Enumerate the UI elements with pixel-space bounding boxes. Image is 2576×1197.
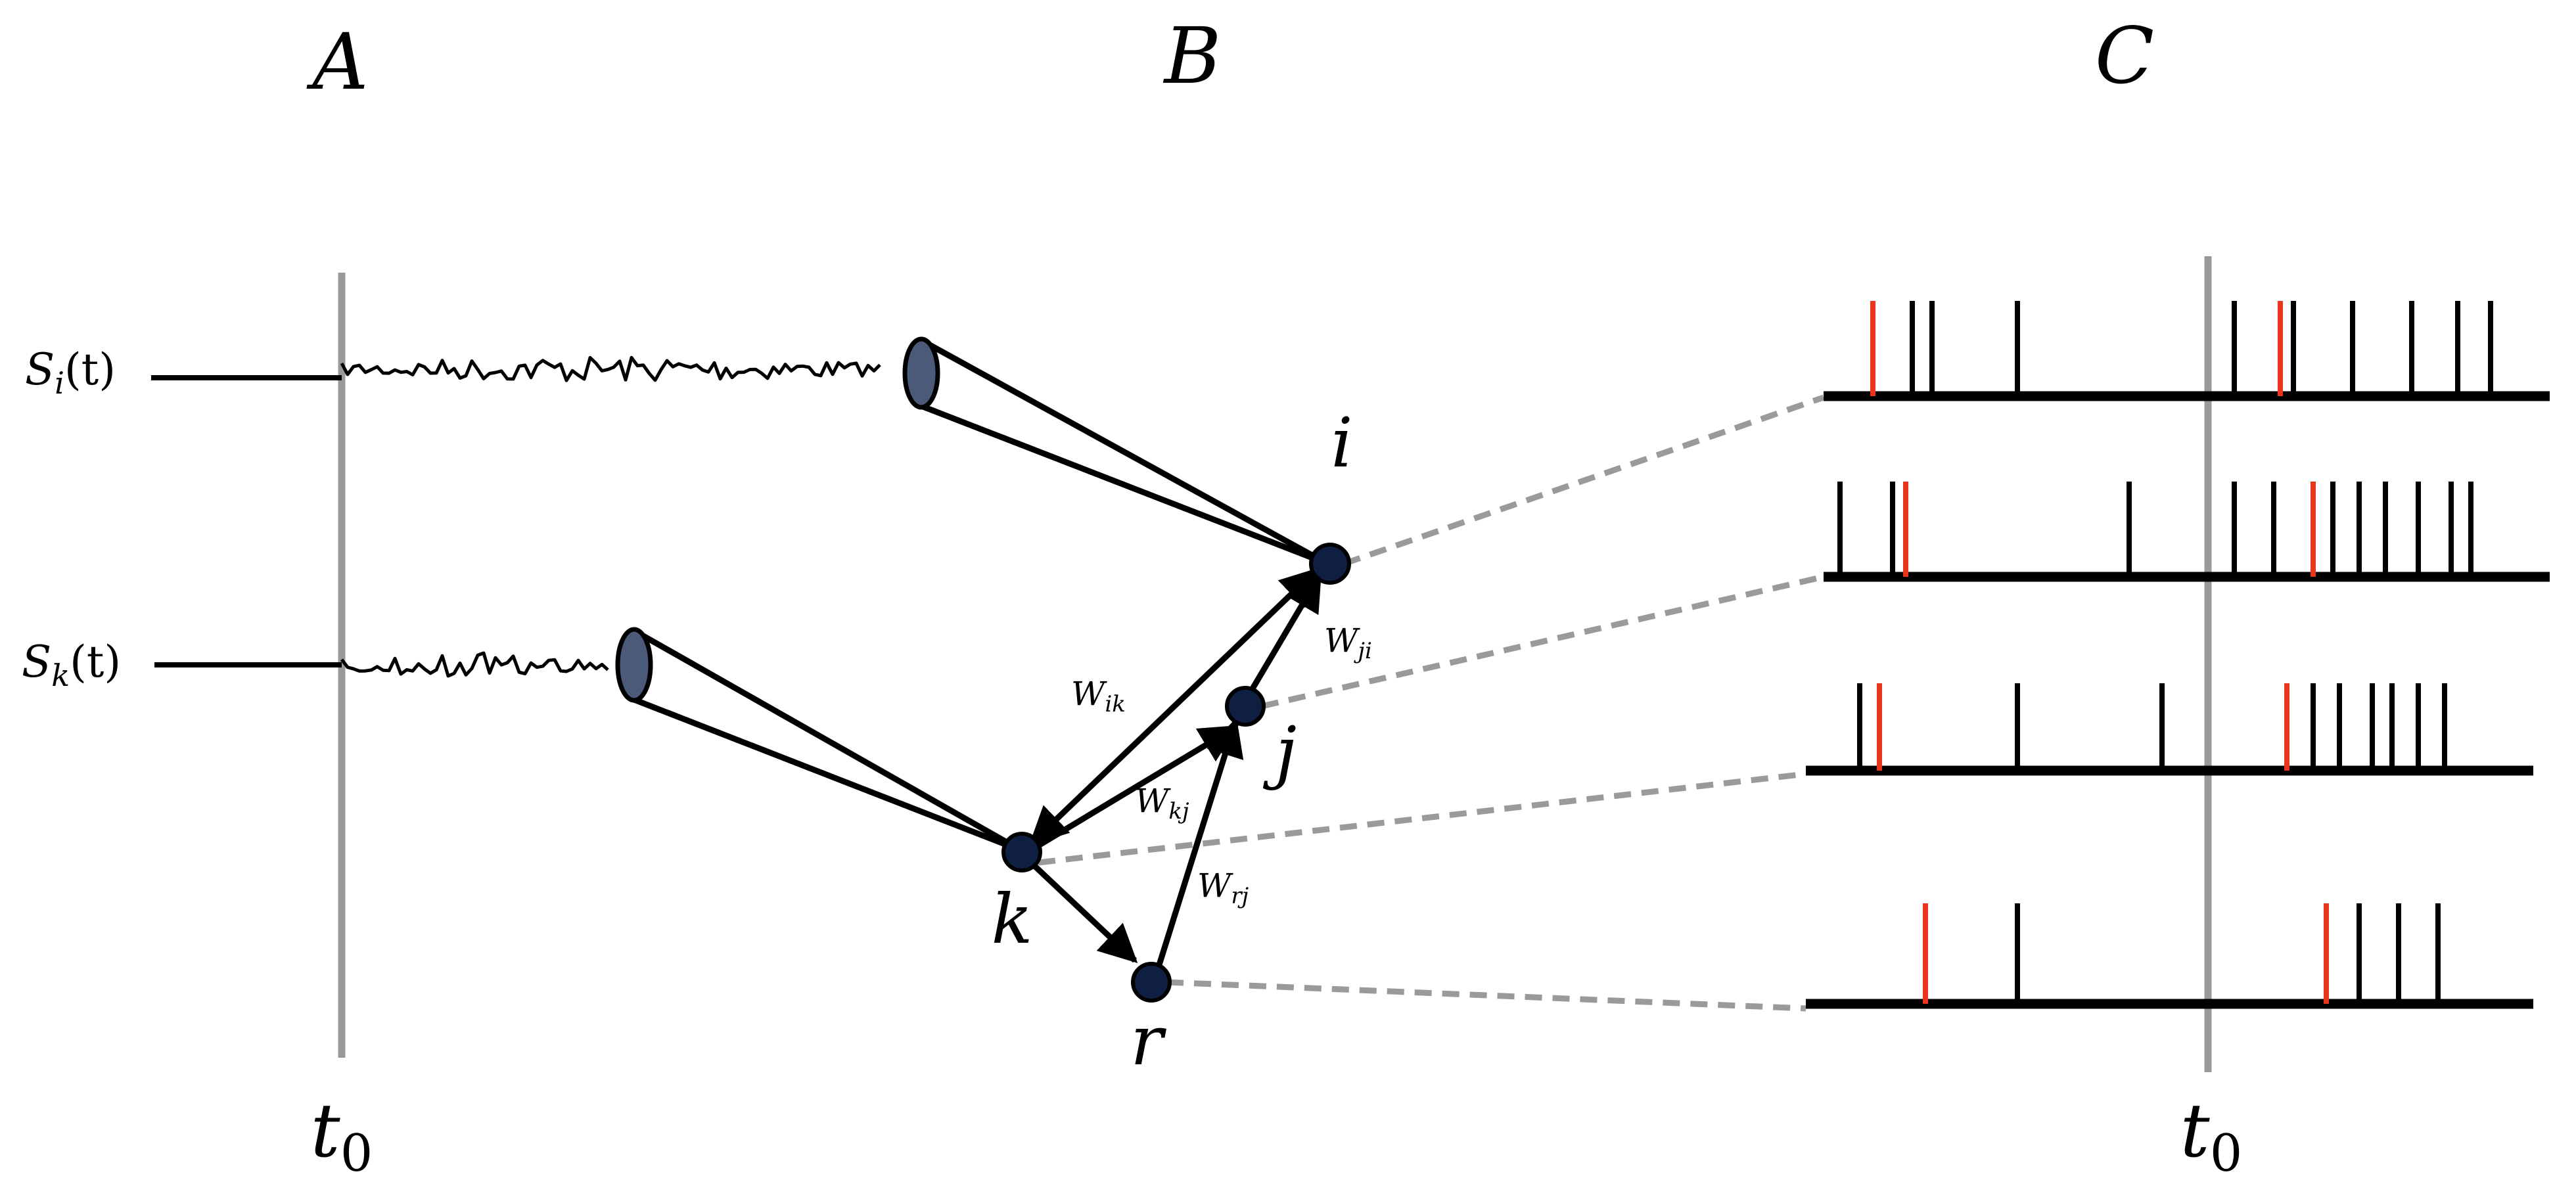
weight-label-ji: Wji (1324, 621, 1372, 664)
dashed-link-i (1343, 394, 1825, 567)
node-k (1001, 832, 1042, 872)
signal-trace-k (340, 651, 609, 678)
edge-r-j (1155, 717, 1244, 970)
weight-label-rj: Wrj (1197, 867, 1249, 909)
edge-k-r (1029, 861, 1138, 964)
node-label-r: r (1130, 1001, 1166, 1081)
node-j (1225, 686, 1266, 727)
t0-label-a: t0 (311, 1089, 373, 1183)
node-r (1131, 962, 1172, 1003)
dashed-link-k (1038, 771, 1806, 866)
weight-label-kj: Wkj (1135, 782, 1189, 824)
input-cone-i (902, 336, 1329, 567)
node-label-k: k (991, 879, 1032, 959)
dashed-link-r (1166, 979, 1806, 1012)
node-label-i: i (1331, 403, 1352, 483)
edge-k-i (1028, 567, 1320, 846)
panel-label-b: B (1163, 11, 1222, 101)
node-i (1309, 543, 1351, 585)
weight-label-ik: Wik (1071, 675, 1126, 717)
edge-k-j (1031, 725, 1239, 851)
t0-label-c: t0 (2180, 1089, 2243, 1183)
input-cone-k (615, 627, 1024, 854)
signal-label-i: Si(t) (25, 344, 116, 401)
signal-label-k: Sk(t) (22, 637, 121, 693)
edge-j-i (1247, 572, 1322, 695)
dashed-link-j (1260, 574, 1825, 710)
panel-label-c: C (2095, 11, 2154, 101)
spike-trains (1806, 301, 2550, 1009)
signal-trace-i (340, 355, 881, 382)
node-label-j: j (1263, 711, 1297, 792)
panel-label-a: A (306, 16, 368, 107)
